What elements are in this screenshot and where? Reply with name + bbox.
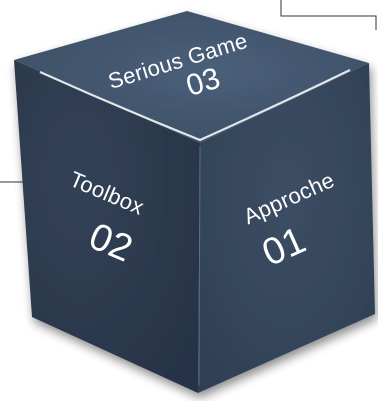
cube-face-right	[198, 63, 375, 393]
cube-edge-highlight	[39, 69, 351, 142]
cube-face-top	[14, 11, 369, 143]
cube-face-left	[14, 60, 200, 393]
connector-line-top	[280, 0, 377, 30]
cube-edge-vertical	[198, 145, 201, 386]
cube	[14, 11, 375, 393]
